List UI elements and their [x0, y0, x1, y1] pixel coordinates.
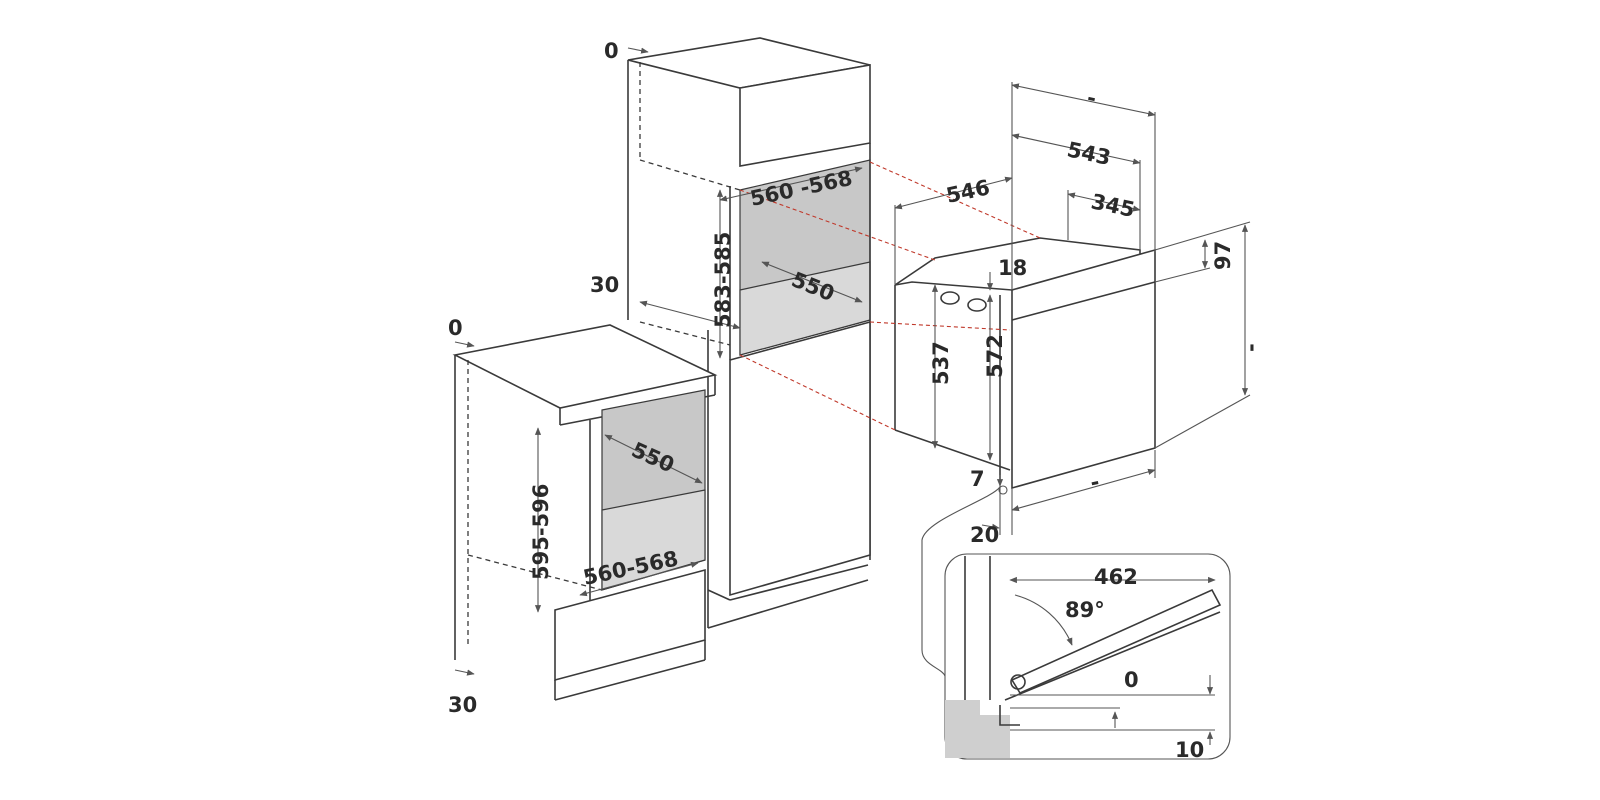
label-oven-front-thickness: 20 [970, 523, 999, 547]
label-door-open-depth: 462 [1094, 565, 1138, 589]
label-oven-overall-depth: 546 [944, 175, 992, 208]
label-dash-bottom: - [1088, 470, 1102, 495]
label-dash-top: - [1085, 85, 1099, 110]
label-door-angle: 89° [1065, 598, 1105, 622]
door-detail [921, 486, 1231, 760]
label-oven-bottom-gap: 7 [970, 467, 985, 491]
oven-unit [894, 237, 1156, 490]
label-tall-side-offset: 30 [590, 273, 619, 297]
label-door-floor-offset: 10 [1175, 738, 1204, 762]
label-tall-top-offset: 0 [604, 39, 619, 63]
label-oven-top-depth: 543 [1065, 137, 1113, 170]
low-cabinet [452, 324, 718, 701]
label-oven-front-top: 97 [1211, 241, 1235, 270]
label-dash-right: - [1239, 343, 1263, 352]
label-low-bottom-offset: 30 [448, 693, 477, 717]
label-low-height: 595-596 [529, 484, 553, 580]
label-tall-height: 583-585 [711, 232, 735, 328]
label-oven-body-height: 537 [929, 341, 953, 385]
label-low-top-offset: 0 [448, 316, 463, 340]
label-oven-back-depth: 345 [1089, 189, 1137, 222]
oven-front-panel [1011, 248, 1156, 490]
label-oven-front-height: 572 [983, 334, 1007, 378]
label-door-clearance: 0 [1124, 668, 1139, 692]
label-oven-top-gap: 18 [998, 256, 1027, 280]
dimension-lines [454, 47, 1251, 676]
